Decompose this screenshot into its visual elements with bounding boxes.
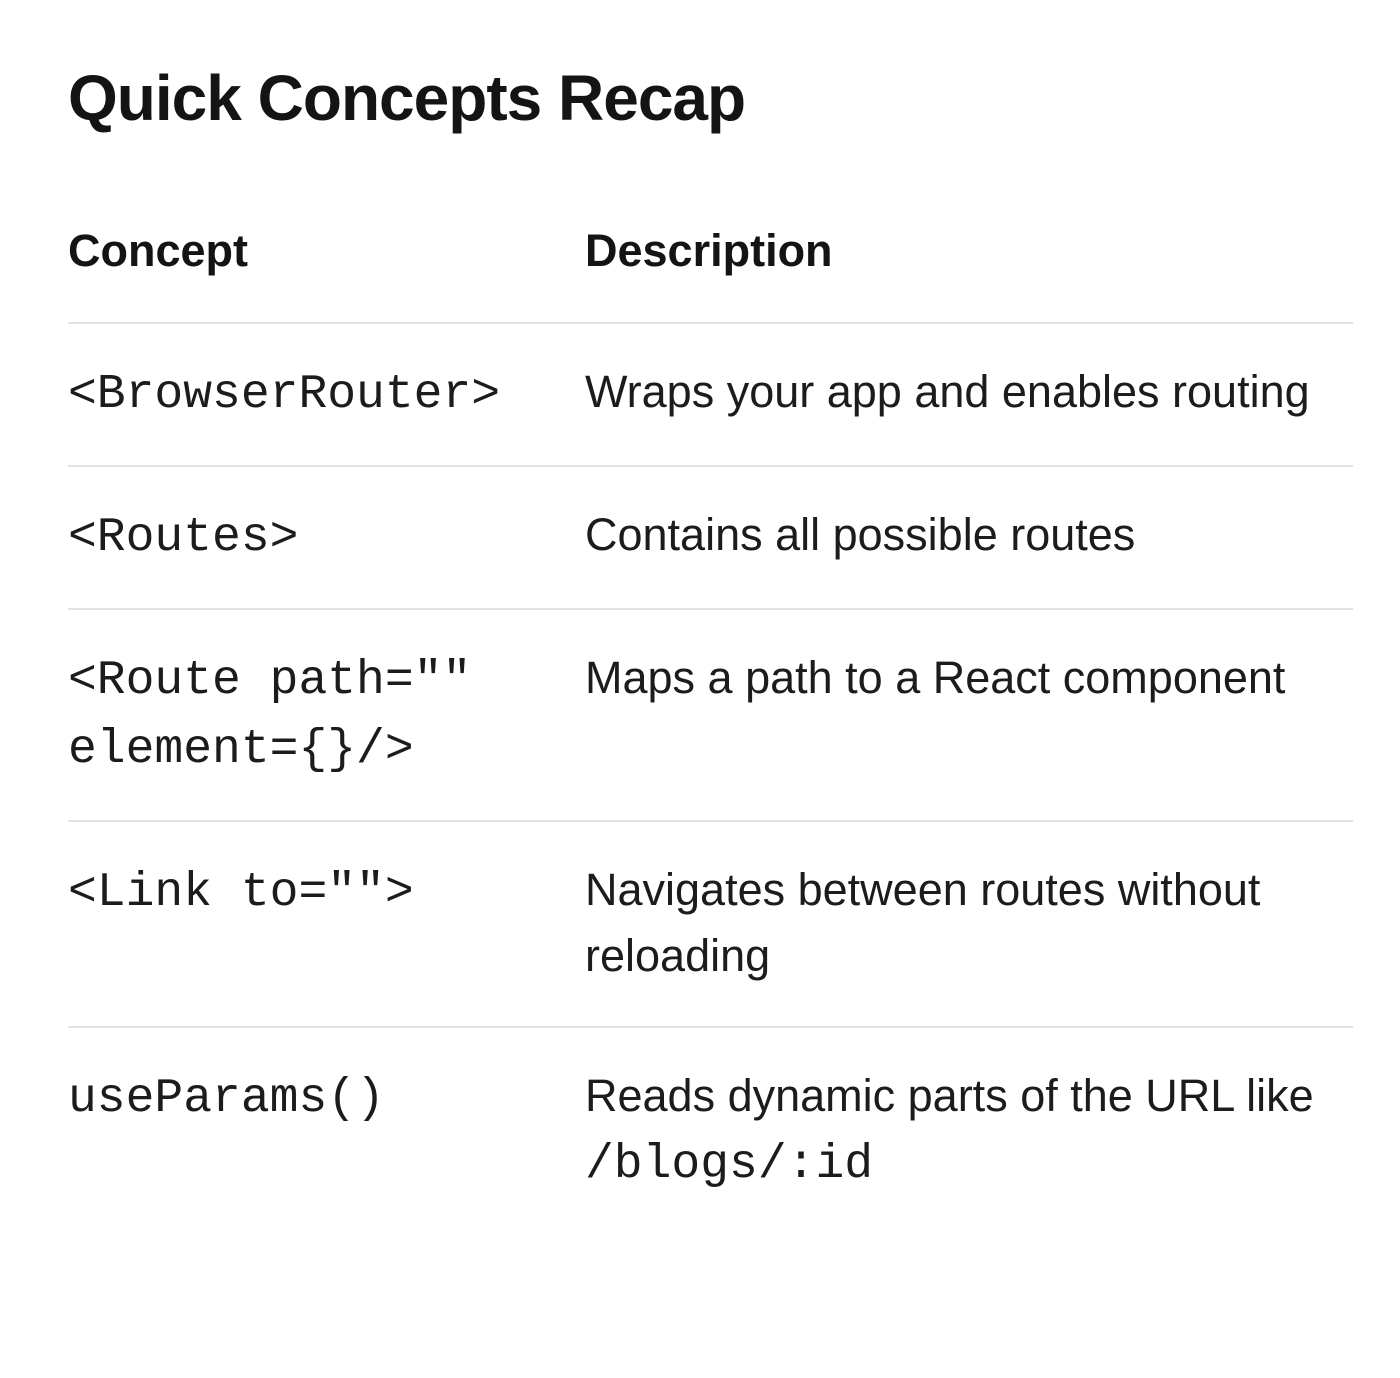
table-row: <BrowserRouter> Wraps your app and enabl… bbox=[68, 324, 1353, 467]
table-row: <Link to=""> Navigates between routes wi… bbox=[68, 822, 1353, 1028]
concept-cell: <Route path="" element={}/> bbox=[68, 645, 585, 783]
description-text: Reads dynamic parts of the URL like bbox=[585, 1069, 1314, 1121]
description-text: Maps a path to a React component bbox=[585, 651, 1286, 703]
description-cell: Reads dynamic parts of the URL like /blo… bbox=[585, 1063, 1353, 1198]
code-snippet: <BrowserRouter> bbox=[68, 367, 501, 422]
concept-cell: <BrowserRouter> bbox=[68, 359, 585, 428]
description-text: Contains all possible routes bbox=[585, 508, 1136, 560]
column-header-description: Description bbox=[585, 224, 833, 276]
code-snippet: useParams() bbox=[68, 1071, 385, 1126]
concept-cell: useParams() bbox=[68, 1063, 585, 1198]
table-header-row: Concept Description bbox=[68, 224, 1353, 324]
concept-cell: <Routes> bbox=[68, 502, 585, 571]
inline-code-snippet: /blogs/:id bbox=[585, 1137, 874, 1192]
description-cell: Navigates between routes without reloadi… bbox=[585, 857, 1353, 989]
page-title: Quick Concepts Recap bbox=[68, 62, 746, 134]
table-row: useParams() Reads dynamic parts of the U… bbox=[68, 1028, 1353, 1235]
description-text: Navigates between routes without reloadi… bbox=[585, 863, 1261, 981]
description-cell: Contains all possible routes bbox=[585, 502, 1353, 571]
column-header-concept: Concept bbox=[68, 224, 248, 276]
concepts-table: Concept Description <BrowserRouter> Wrap… bbox=[68, 224, 1353, 1235]
code-snippet: <Link to=""> bbox=[68, 865, 414, 920]
description-cell: Wraps your app and enables routing bbox=[585, 359, 1353, 428]
code-snippet: <Routes> bbox=[68, 510, 299, 565]
code-snippet: <Route path="" element={}/> bbox=[68, 653, 472, 777]
table-row: <Routes> Contains all possible routes bbox=[68, 467, 1353, 610]
concept-cell: <Link to=""> bbox=[68, 857, 585, 989]
table-row: <Route path="" element={}/> Maps a path … bbox=[68, 610, 1353, 822]
description-cell: Maps a path to a React component bbox=[585, 645, 1353, 783]
description-text: Wraps your app and enables routing bbox=[585, 365, 1310, 417]
